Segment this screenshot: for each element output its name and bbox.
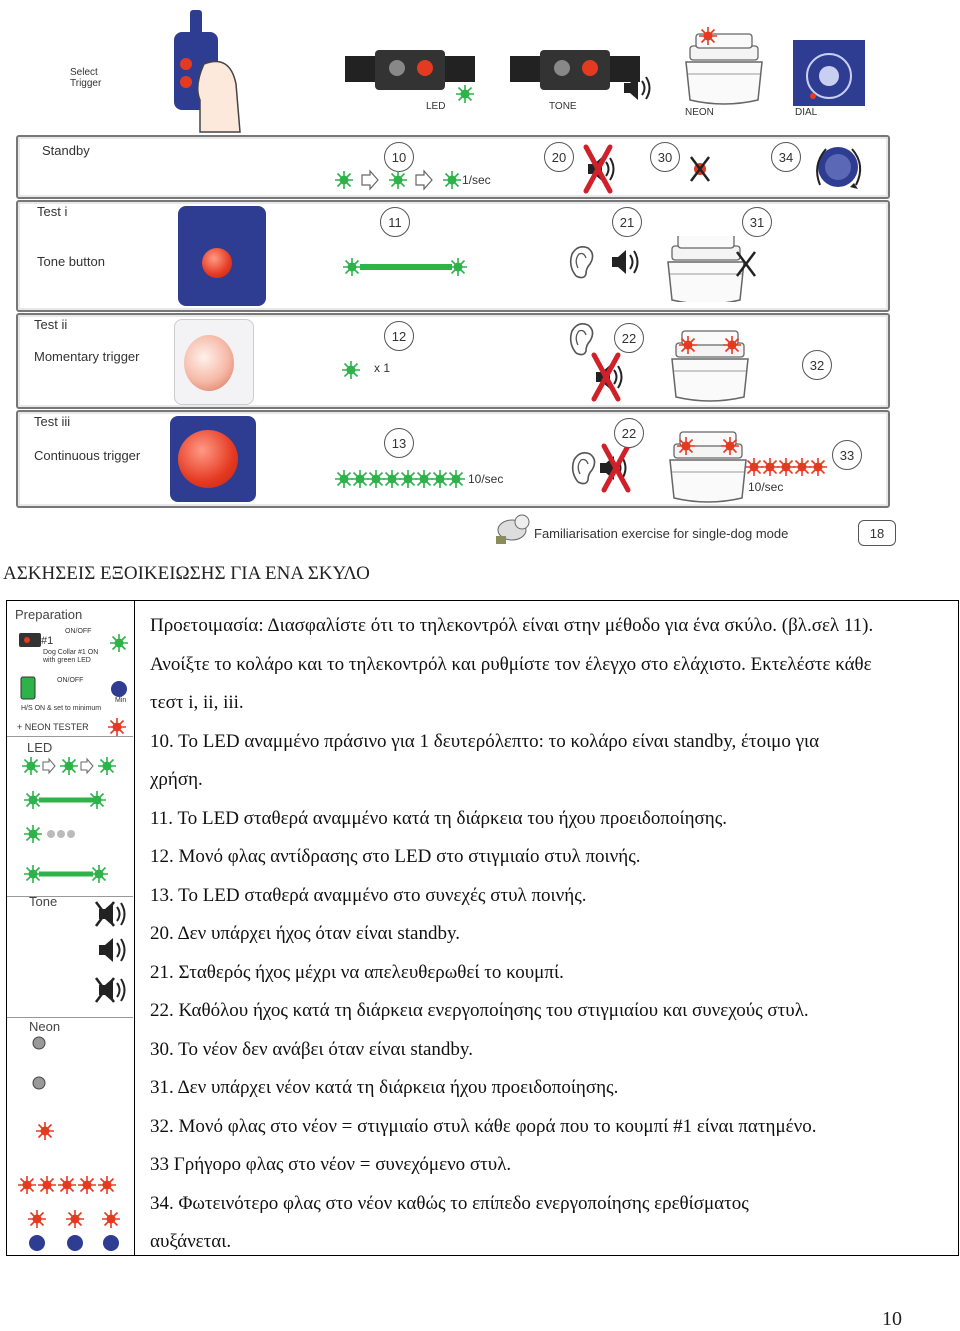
momentary-trigger-icon bbox=[184, 335, 234, 391]
dog-icon bbox=[496, 514, 530, 544]
text-line: Ανοίξτε το κολάρο και το τηλεκοντρόλ και… bbox=[150, 653, 872, 675]
dog-collar-label: Dog Collar #1 ON with green LED bbox=[43, 649, 99, 664]
preparation-section: Preparation ON/OFF #1 Dog Collar #1 ON w… bbox=[7, 601, 133, 737]
step-number: 33 bbox=[832, 440, 862, 470]
rate-label: 10/sec bbox=[468, 472, 504, 486]
led-title: LED bbox=[27, 740, 53, 755]
text-line: τεστ i, ii, iii. bbox=[150, 692, 244, 713]
step-number: 32 bbox=[802, 350, 832, 380]
led-section: LED bbox=[7, 736, 133, 897]
text-line: 21. Σταθερός ήχος μέχρι να απελευθερωθεί… bbox=[150, 961, 564, 983]
pictogram-column: Preparation ON/OFF #1 Dog Collar #1 ON w… bbox=[7, 601, 135, 1255]
text-line: 13. Το LED σταθερά αναμμένο στο συνεχές … bbox=[150, 884, 587, 906]
row-label: Test i bbox=[37, 204, 68, 219]
led-fast-blink-icon bbox=[334, 469, 466, 489]
row-test-ii: Test ii Momentary trigger 12 x 1 22 32 bbox=[16, 313, 890, 409]
continuous-trigger-icon bbox=[178, 430, 238, 488]
select-trigger-label: Select Trigger bbox=[70, 67, 102, 89]
remote-icon bbox=[20, 676, 36, 700]
text-line: 31. Δεν υπάρχει νέον κατά τη διάρκεια ήχ… bbox=[150, 1077, 619, 1098]
neon-blink-sequence-icon bbox=[744, 457, 828, 477]
green-led-icon bbox=[109, 633, 129, 653]
tone-section: Tone bbox=[7, 894, 133, 1018]
neon-title: Neon bbox=[29, 1019, 61, 1034]
neon-off-icon bbox=[667, 236, 757, 302]
figure-caption: Familiarisation exercise for single-dog … bbox=[534, 526, 789, 541]
row-test-i: Test i Tone button 11 21 31 bbox=[16, 200, 890, 312]
step-number: 12 bbox=[384, 321, 414, 351]
text-line: 12. Μονό φλας αντίδρασης στο LED στο στι… bbox=[150, 846, 641, 867]
remote-hand-icon bbox=[174, 10, 241, 133]
led-label: LED bbox=[426, 101, 446, 112]
hash1-label: #1 bbox=[41, 635, 54, 647]
text-line: 11. Το LED σταθερά αναμμένο κατά τη διάρ… bbox=[150, 807, 727, 829]
instruction-table: Preparation ON/OFF #1 Dog Collar #1 ON w… bbox=[6, 600, 959, 1256]
text-line: 10. Το LED αναμμένο πράσινο για 1 δευτερ… bbox=[150, 730, 820, 752]
step-number: 34 bbox=[771, 142, 801, 172]
dial-turn-icon bbox=[816, 147, 862, 189]
ear-sound-icon bbox=[569, 246, 639, 279]
text-line: αυξάνεται. bbox=[150, 1231, 232, 1252]
instructions-text: Προετοιμασία: Διασφαλίστε ότι το τηλεκον… bbox=[150, 607, 950, 1262]
step-number: 31 bbox=[742, 207, 772, 237]
dial-icon bbox=[793, 40, 865, 106]
hs-on-label: H/S ON & set to minimum bbox=[21, 705, 102, 712]
step-number: 10 bbox=[384, 142, 414, 172]
step-number: 21 bbox=[612, 207, 642, 237]
row-sublabel: Tone button bbox=[37, 254, 105, 269]
step-number: 30 bbox=[650, 142, 680, 172]
text-line: 33 Γρήγορο φλας στο νέον = συνεχόμενο στ… bbox=[150, 1154, 512, 1175]
preparation-title: Preparation bbox=[15, 607, 83, 622]
page-heading: ΑΣΚΗΣΕΙΣ ΕΞΟΙΚΕΙΩΣΗΣ ΓΙΑ ΕΝΑ ΣΚΥΛΟ bbox=[3, 563, 370, 584]
no-sound-icon bbox=[574, 141, 615, 195]
tone-button-icon bbox=[202, 248, 232, 278]
row-label: Test ii bbox=[34, 317, 68, 332]
row-standby: Standby 10 1/sec 20 30 34 bbox=[16, 135, 890, 199]
onoff-label-2: ON/OFF bbox=[57, 677, 84, 684]
dial-label: DIAL bbox=[795, 107, 818, 118]
text-line: 30. Το νέον δεν ανάβει όταν είναι standb… bbox=[150, 1038, 473, 1060]
step-number: 22 bbox=[614, 323, 644, 353]
led-steady-icon bbox=[342, 257, 468, 277]
row-label: Standby bbox=[42, 143, 90, 158]
no-neon-icon bbox=[689, 155, 711, 183]
rate-label: 1/sec bbox=[462, 173, 491, 187]
tone-label: TONE bbox=[549, 101, 577, 112]
neon-label: NEON bbox=[685, 107, 714, 118]
rate-label: x 1 bbox=[374, 361, 391, 375]
step-number: 13 bbox=[384, 428, 414, 458]
collar-icon bbox=[19, 633, 41, 647]
led-flash-icon bbox=[341, 360, 361, 380]
row-sublabel: Momentary trigger bbox=[34, 349, 140, 364]
text-line: Προετοιμασία: Διασφαλίστε ότι το τηλεκον… bbox=[150, 615, 874, 636]
dial-min-icon bbox=[111, 681, 127, 697]
text-line: 22. Καθόλου ήχος κατά τη διάρκεια ενεργο… bbox=[150, 1000, 809, 1021]
neon-section: Neon bbox=[7, 1017, 133, 1255]
collar-led-icon bbox=[345, 50, 475, 104]
step-number: 22 bbox=[614, 418, 644, 448]
step-number: 20 bbox=[544, 142, 574, 172]
page-number: 10 bbox=[882, 1308, 902, 1330]
led-patterns-icon bbox=[21, 756, 117, 884]
neon-patterns-icon bbox=[17, 1036, 121, 1251]
text-line: 32. Μονό φλας στο νέον = στιγμιαίο στυλ … bbox=[150, 1115, 817, 1137]
text-line: 20. Δεν υπάρχει ήχος όταν είναι standby. bbox=[150, 923, 460, 944]
min-label: Min bbox=[115, 697, 127, 704]
rate-label: 10/sec bbox=[748, 480, 784, 494]
neon-flash-icon bbox=[671, 330, 749, 402]
onoff-label: ON/OFF bbox=[65, 628, 92, 635]
tone-patterns-icon bbox=[94, 900, 126, 1004]
led-blink-icon bbox=[334, 169, 462, 191]
row-sublabel: Continuous trigger bbox=[34, 448, 141, 463]
step-number: 11 bbox=[380, 207, 410, 237]
neon-tester-icon bbox=[685, 26, 763, 105]
neon-tester-label: + NEON TESTER bbox=[17, 722, 89, 732]
figure-page-number: 18 bbox=[858, 520, 896, 546]
tone-title: Tone bbox=[29, 894, 58, 909]
row-label: Test iii bbox=[34, 414, 71, 429]
text-line: χρήση. bbox=[150, 769, 203, 790]
collar-tone-icon bbox=[510, 50, 651, 101]
text-line: 34. Φωτεινότερο φλας στο νέον καθώς το ε… bbox=[150, 1192, 749, 1214]
row-test-iii: Test iii Continuous trigger 13 10/sec 22… bbox=[16, 410, 890, 508]
